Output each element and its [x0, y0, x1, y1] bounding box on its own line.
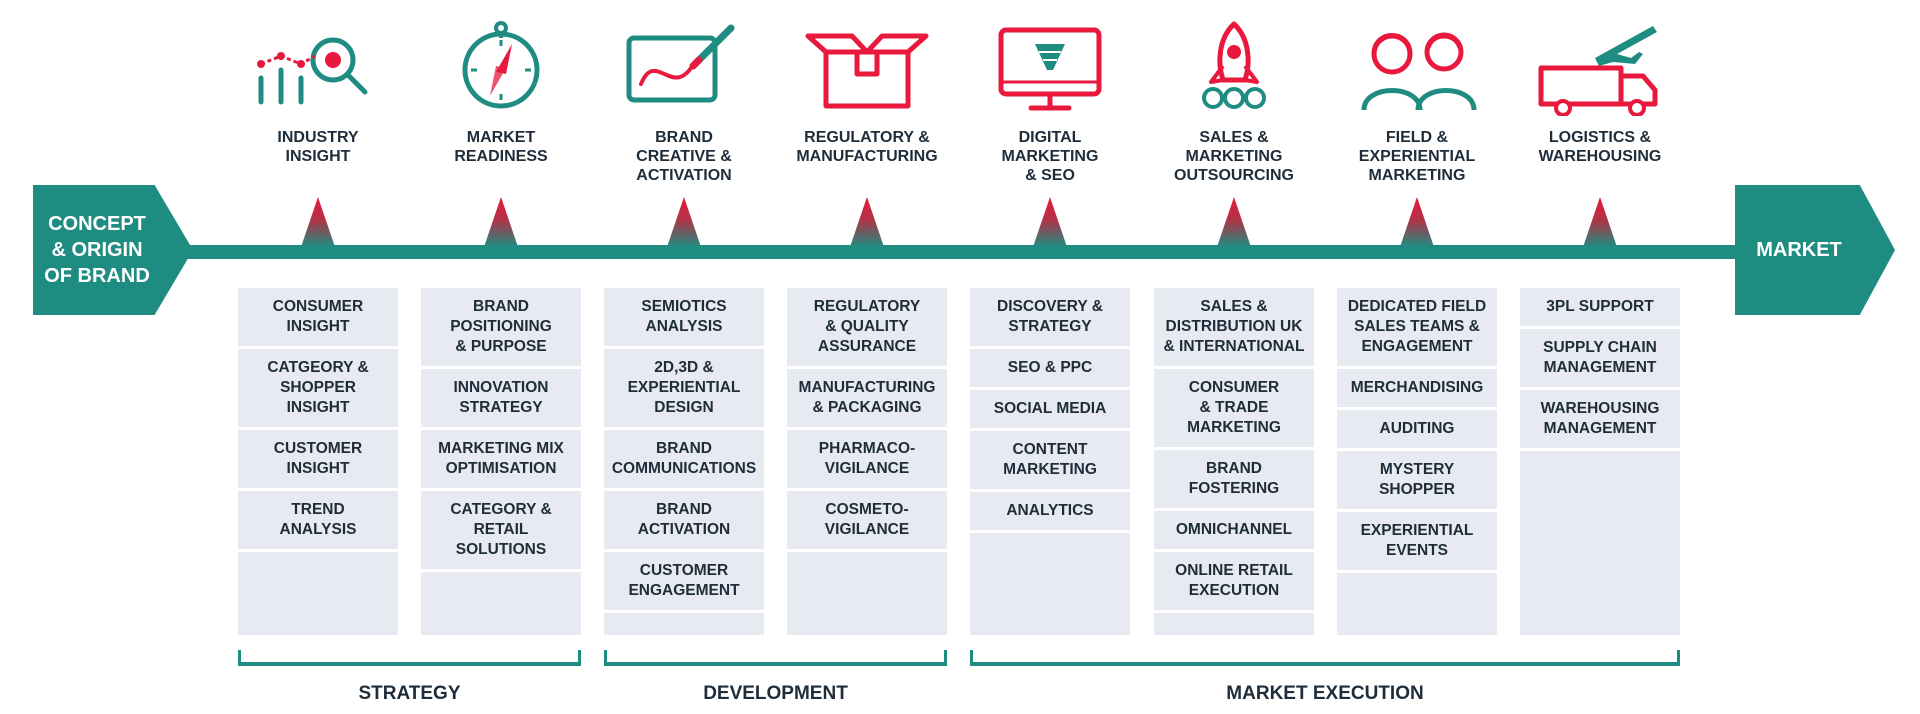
service-item: 3PL SUPPORT	[1520, 288, 1680, 329]
timeline-marker	[1583, 197, 1617, 247]
timeline-marker	[1400, 197, 1434, 247]
service-item: DISCOVERY & STRATEGY	[970, 288, 1130, 349]
service-item: AUDITING	[1337, 410, 1497, 451]
compass-icon	[462, 21, 540, 109]
service-column: DEDICATED FIELD SALES TEAMS & ENGAGEMENT…	[1337, 288, 1497, 635]
service-item: WAREHOUSING MANAGEMENT	[1520, 390, 1680, 451]
service-item: CONTENT MARKETING	[970, 431, 1130, 492]
phase-bracket	[238, 650, 581, 666]
service-item: SUPPLY CHAIN MANAGEMENT	[1520, 329, 1680, 390]
end-arrow: MARKET	[1735, 185, 1895, 315]
column-title: INDUSTRY INSIGHT	[277, 129, 359, 165]
start-arrow: CONCEPT & ORIGIN OF BRAND	[33, 185, 193, 315]
timeline-line	[160, 245, 1750, 259]
service-item: PHARMACO- VIGILANCE	[787, 430, 947, 491]
phase-bracket	[604, 650, 947, 666]
service-item: BRAND POSITIONING & PURPOSE	[421, 288, 581, 369]
magnifier-chart-icon	[257, 37, 368, 105]
column-title: LOGISTICS & WAREHOUSING	[1538, 129, 1662, 165]
service-item: ANALYTICS	[970, 492, 1130, 533]
rocket-icon	[1202, 21, 1266, 109]
service-item: BRAND COMMUNICATIONS	[604, 430, 764, 491]
timeline-marker	[484, 197, 518, 247]
column-title: BRAND CREATIVE & ACTIVATION	[636, 129, 732, 184]
service-item: SEO & PPC	[970, 349, 1130, 390]
service-item: DEDICATED FIELD SALES TEAMS & ENGAGEMENT	[1337, 288, 1497, 369]
start-label: CONCEPT & ORIGIN OF BRAND	[44, 213, 150, 287]
column-title: DIGITAL MARKETING & SEO	[1001, 129, 1099, 184]
service-item: SALES & DISTRIBUTION UK & INTERNATIONAL	[1154, 288, 1314, 369]
service-item: MANUFACTURING & PACKAGING	[787, 369, 947, 430]
open-box-icon	[805, 33, 929, 109]
service-item: CUSTOMER INSIGHT	[238, 430, 398, 491]
service-item: SOCIAL MEDIA	[970, 390, 1130, 431]
service-item: CONSUMER INSIGHT	[238, 288, 398, 349]
service-item: CONSUMER & TRADE MARKETING	[1154, 369, 1314, 450]
service-item: CATGEORY & SHOPPER INSIGHT	[238, 349, 398, 430]
column-title: REGULATORY & MANUFACTURING	[796, 129, 938, 165]
timeline-marker	[1033, 197, 1067, 247]
service-item: MARKETING MIX OPTIMISATION	[421, 430, 581, 491]
service-item: REGULATORY & QUALITY ASSURANCE	[787, 288, 947, 369]
service-item: TREND ANALYSIS	[238, 491, 398, 552]
service-item: 2D,3D & EXPERIENTIAL DESIGN	[604, 349, 764, 430]
phase-label: DEVELOPMENT	[703, 683, 848, 704]
end-label: MARKET	[1756, 238, 1842, 261]
service-item: INNOVATION STRATEGY	[421, 369, 581, 430]
timeline-marker	[1217, 197, 1251, 247]
monitor-funnel-icon	[998, 27, 1102, 111]
service-item: MYSTERY SHOPPER	[1337, 451, 1497, 512]
service-item: SEMIOTICS ANALYSIS	[604, 288, 764, 349]
column-title: SALES & MARKETING OUTSOURCING	[1174, 129, 1294, 184]
timeline-marker	[301, 197, 335, 247]
people-icon	[1361, 32, 1477, 111]
plane-truck-icon	[1538, 26, 1658, 116]
phase-bracket	[970, 650, 1680, 666]
phase-label: MARKET EXECUTION	[1226, 683, 1424, 704]
service-item: CUSTOMER ENGAGEMENT	[604, 552, 764, 613]
service-item: BRAND ACTIVATION	[604, 491, 764, 552]
timeline-marker	[850, 197, 884, 247]
phase-label: STRATEGY	[358, 683, 461, 704]
service-item: BRAND FOSTERING	[1154, 450, 1314, 511]
design-tablet-icon	[626, 24, 735, 103]
service-item: OMNICHANNEL	[1154, 511, 1314, 552]
column-title: MARKET READINESS	[454, 129, 548, 165]
service-item: ONLINE RETAIL EXECUTION	[1154, 552, 1314, 613]
column-title: FIELD & EXPERIENTIAL MARKETING	[1358, 129, 1476, 184]
timeline-marker	[667, 197, 701, 247]
service-item: EXPERIENTIAL EVENTS	[1337, 512, 1497, 573]
service-item: CATEGORY & RETAIL SOLUTIONS	[421, 491, 581, 572]
service-item: MERCHANDISING	[1337, 369, 1497, 410]
service-item: COSMETO- VIGILANCE	[787, 491, 947, 552]
